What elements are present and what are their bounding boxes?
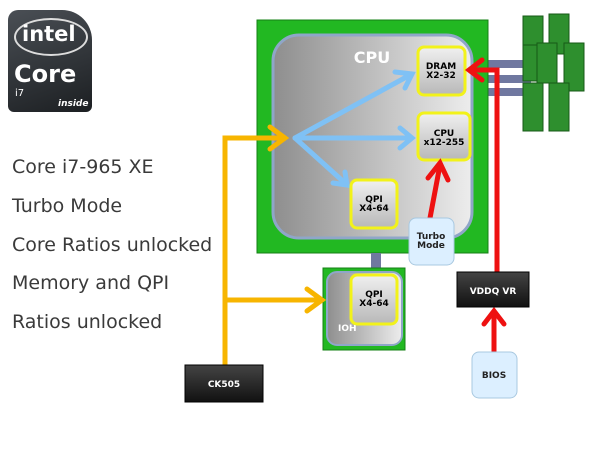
clock-arrows	[222, 124, 327, 368]
svg-text:x12-255: x12-255	[424, 138, 465, 148]
svg-text:X4-64: X4-64	[359, 204, 388, 214]
svg-text:Mode: Mode	[417, 241, 445, 251]
svg-text:X2-32: X2-32	[426, 71, 455, 81]
svg-text:BIOS: BIOS	[482, 371, 506, 381]
dram-modules-icon	[522, 13, 585, 132]
memory-bus	[486, 60, 531, 96]
dram-ratio-box: DRAM X2-32	[416, 45, 467, 97]
turbo-mode-box: Turbo Mode	[408, 217, 455, 266]
svg-text:Turbo: Turbo	[417, 232, 446, 242]
svg-text:QPI: QPI	[365, 290, 383, 300]
svg-text:CPU: CPU	[434, 129, 455, 139]
cpu-ratio-box: CPU x12-255	[416, 111, 472, 162]
feature-line: Memory and QPI	[12, 272, 170, 294]
feature-line: Turbo Mode	[12, 195, 123, 217]
intel-core-i7-logo: intel Core i7 inside	[8, 10, 92, 112]
svg-text:X4-64: X4-64	[359, 299, 388, 309]
svg-text:VDDQ VR: VDDQ VR	[470, 287, 517, 297]
voltage-arrows	[425, 57, 507, 355]
internal-ratio-arrows	[292, 69, 416, 188]
svg-text:DRAM: DRAM	[426, 62, 456, 72]
ck505-clock-box: CK505	[184, 364, 264, 403]
vddq-vr-box: VDDQ VR	[456, 271, 530, 308]
ioh-label: IOH	[338, 324, 357, 334]
feature-line: Core i7-965 XE	[12, 156, 154, 178]
feature-line: Ratios unlocked	[12, 311, 163, 333]
ioh-qpi-ratio-box: QPI X4-64	[349, 273, 399, 326]
cpu-ioh-link	[371, 253, 381, 268]
svg-text:QPI: QPI	[365, 195, 383, 205]
cpu-qpi-ratio-box: QPI X4-64	[349, 178, 399, 230]
svg-text:CK505: CK505	[208, 380, 240, 390]
bios-box: BIOS	[471, 351, 518, 399]
feature-line: Core Ratios unlocked	[12, 234, 213, 256]
cpu-label: CPU	[354, 48, 390, 67]
